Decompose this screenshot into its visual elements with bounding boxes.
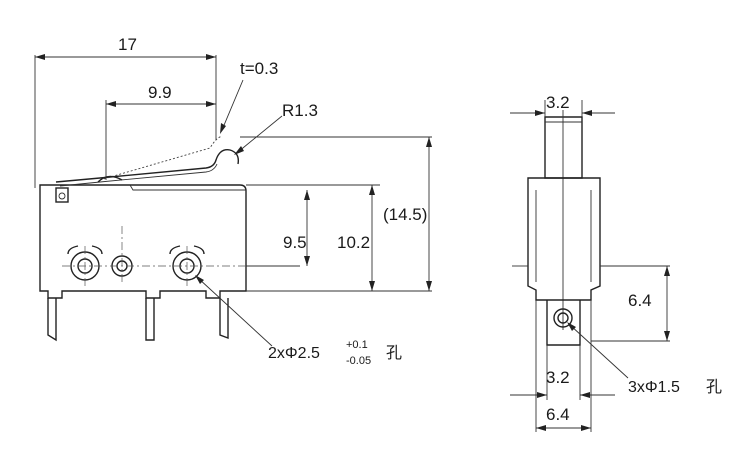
- dim-label-radius: R1.3: [282, 101, 318, 120]
- terminal-pin-mid: [145, 298, 155, 341]
- actuator-lever-inner: [59, 163, 218, 187]
- dim-lever-offset: 9.9: [106, 83, 216, 107]
- dim-label-17: 17: [118, 35, 137, 54]
- dim-label-side-6-4-bottom: 6.4: [546, 405, 570, 424]
- side-terminal-pin: [546, 300, 581, 346]
- dim-overall-width: 17: [35, 35, 216, 60]
- callout-thickness: t=0.3: [220, 59, 278, 134]
- dim-label-side-3-2-bottom: 3.2: [546, 368, 570, 387]
- dim-label-thickness: t=0.3: [240, 59, 278, 78]
- dim-side-top-width: 3.2: [510, 93, 615, 116]
- callout-terminal-holes: 3xΦ1.5 孔: [567, 322, 722, 396]
- callout-mount-holes-label: 2xΦ2.5: [268, 345, 320, 362]
- callout-terminal-suffix: 孔: [706, 378, 722, 396]
- dim-side-pin-width: 3.2: [510, 368, 615, 398]
- dim-label-9-9: 9.9: [148, 83, 172, 102]
- side-plunger: [544, 116, 583, 179]
- callout-terminal-holes-label: 3xΦ1.5: [628, 379, 680, 396]
- dim-label-14-5: (14.5): [383, 205, 427, 224]
- terminal-pin-left: [47, 298, 57, 342]
- callout-mount-suffix: 孔: [386, 344, 402, 362]
- dim-label-10-2: 10.2: [337, 233, 370, 252]
- dim-label-side-6-4-vertical: 6.4: [628, 291, 652, 310]
- side-body: [527, 177, 601, 301]
- callout-radius: R1.3: [234, 101, 318, 155]
- hinge-pin: [58, 192, 66, 200]
- side-extension-lines: [512, 100, 670, 432]
- lever-hinge-bump: [97, 175, 123, 183]
- dim-height-body: 10.2: [337, 185, 375, 291]
- dim-label-side-3-2-top: 3.2: [546, 93, 570, 112]
- front-view: [39, 135, 258, 342]
- body-top-step: [129, 184, 246, 191]
- switch-body-outline: [39, 184, 247, 299]
- callout-mount-holes: 2xΦ2.5 +0.1 -0.05 孔: [195, 275, 402, 367]
- dim-height-total: (14.5): [383, 137, 432, 291]
- mount-boss-left: [67, 245, 103, 255]
- dim-label-9-5: 9.5: [283, 233, 307, 252]
- dim-side-total-width: 6.4: [536, 405, 591, 431]
- side-terminal-hole-inner: [557, 312, 569, 324]
- callout-mount-tol-minus: -0.05: [346, 355, 371, 367]
- hinge-pivot: [55, 187, 69, 203]
- actuator-lever: [55, 149, 240, 183]
- terminal-pin-right: [219, 298, 229, 340]
- dim-height-mid: 9.5: [283, 190, 310, 266]
- callout-mount-tol-plus: +0.1: [346, 339, 368, 351]
- mount-boss-right: [169, 245, 205, 255]
- dim-side-hole-height: 6.4: [628, 266, 670, 341]
- side-terminal-hole: [553, 308, 573, 328]
- side-view: [527, 110, 601, 346]
- front-extension-lines: [34, 55, 432, 292]
- lever-free-position: [99, 135, 223, 181]
